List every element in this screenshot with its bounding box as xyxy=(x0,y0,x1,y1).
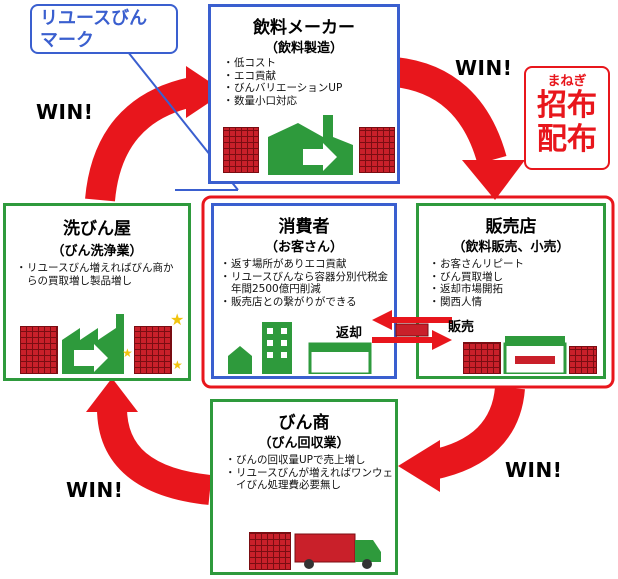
reuse-mark-callout: リユースびん マーク xyxy=(30,4,178,54)
factory-icon xyxy=(62,314,124,374)
washer-point: リユースびん増えればびん商からの買取増し製品増し xyxy=(16,262,181,287)
reuse-mark-text: リユースびん マーク xyxy=(40,8,148,51)
consumer-points: 返す場所がありエコ貢献 リユースびんなら容器分別代税金年間2500億円削減 販売… xyxy=(220,258,394,308)
retailer-title: 販売店 xyxy=(485,217,537,237)
sparkle-icon: ★ xyxy=(122,346,133,360)
crate-stack-icon xyxy=(569,346,597,374)
dealer-title: びん商 xyxy=(278,413,330,433)
manufacturer-point: びんバリエーションUP xyxy=(223,82,342,95)
crate-stack-icon xyxy=(20,326,58,374)
invite-line2: 配布 xyxy=(537,122,597,157)
win-label-bottom-right: WIN! xyxy=(505,458,563,482)
retailer-point: お客さんリピート xyxy=(429,258,524,271)
invite-callout: まねぎ 招布 配布 xyxy=(524,66,610,170)
dealer-subtitle: （びん回収業） xyxy=(258,436,350,451)
dealer-point: リユースびんが増えればワンウェイびん処理費必要無し xyxy=(225,467,393,492)
dealer-box: びん商 （びん回収業） びんの回収量UPで売上増し リユースびんが増えればワンウ… xyxy=(210,399,398,575)
win-label-top-right: WIN! xyxy=(455,56,513,80)
manufacturer-box: 飲料メーカー （飲料製造） 低コスト エコ貢献 びんバリエーションUP 数量小口… xyxy=(208,4,400,184)
invite-small-text: まねぎ xyxy=(547,74,587,89)
factory-icon xyxy=(268,115,353,175)
retailer-point: 関西人情 xyxy=(429,296,524,309)
retailer-box: 販売店 （飲料販売、小売） お客さんリピート びん買取増し 返却市場開拓 関西人… xyxy=(416,203,606,379)
win-label-bottom-left: WIN! xyxy=(66,478,124,502)
consumer-point: リユースびんなら容器分別代税金年間2500億円削減 xyxy=(220,271,394,296)
manufacturer-subtitle: （飲料製造） xyxy=(264,41,343,56)
manufacturer-points: 低コスト エコ貢献 びんバリエーションUP 数量小口対応 xyxy=(223,57,342,107)
consumer-subtitle: （お客さん） xyxy=(264,240,343,255)
crate-stack-icon xyxy=(463,342,501,374)
manufacturer-title: 飲料メーカー xyxy=(253,18,355,38)
washer-title: 洗びん屋 xyxy=(63,219,131,239)
consumer-point: 返す場所がありエコ貢献 xyxy=(220,258,394,271)
consumer-point: 販売店との繋がりができる xyxy=(220,296,394,309)
washer-subtitle: （びん洗浄業） xyxy=(51,244,143,259)
shop-icon xyxy=(503,336,567,374)
crate-stack-icon xyxy=(223,127,259,173)
washer-box: 洗びん屋 （びん洗浄業） リユースびん増えればびん商からの買取増し製品増し ★ … xyxy=(3,203,191,381)
retailer-point: 返却市場開拓 xyxy=(429,283,524,296)
retailer-points: お客さんリピート びん買取増し 返却市場開拓 関西人情 xyxy=(429,258,524,308)
sale-label: 販売 xyxy=(448,320,475,335)
crate-stack-icon xyxy=(359,127,395,173)
return-label: 返却 xyxy=(336,326,363,341)
dealer-points: びんの回収量UPで売上増し リユースびんが増えればワンウェイびん処理費必要無し xyxy=(225,454,393,492)
retailer-point: びん買取増し xyxy=(429,271,524,284)
consumer-box: 消費者 （お客さん） 返す場所がありエコ貢献 リユースびんなら容器分別代税金年間… xyxy=(211,203,397,379)
dealer-point: びんの回収量UPで売上増し xyxy=(225,454,393,467)
manufacturer-point: 低コスト xyxy=(223,57,342,70)
invite-line1: 招布 xyxy=(537,88,597,123)
consumer-title: 消費者 xyxy=(278,217,330,237)
exchange-arrows xyxy=(372,310,452,350)
crate-stack-icon xyxy=(249,532,291,570)
sparkle-icon: ★ xyxy=(172,358,183,372)
truck-icon xyxy=(294,533,381,569)
manufacturer-point: 数量小口対応 xyxy=(223,95,342,108)
manufacturer-point: エコ貢献 xyxy=(223,70,342,83)
washer-points: リユースびん増えればびん商からの買取増し製品増し xyxy=(16,262,181,287)
sparkle-icon: ★ xyxy=(170,310,185,329)
town-icon xyxy=(228,322,372,374)
retailer-subtitle: （飲料販売、小売） xyxy=(452,240,570,255)
crate-stack-icon xyxy=(134,326,172,374)
win-label-top-left: WIN! xyxy=(36,100,94,124)
